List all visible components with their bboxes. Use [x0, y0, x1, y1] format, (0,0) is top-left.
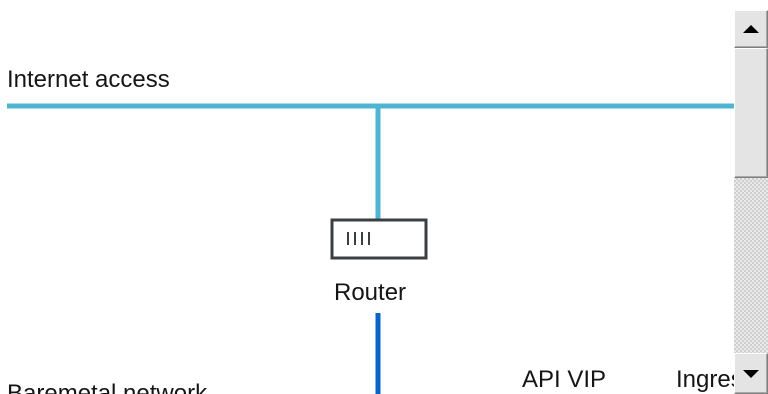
baremetal-network-label: Baremetal network: [7, 380, 208, 394]
diagram-viewport: Internet access Router API VIP Ingress B…: [7, 66, 734, 394]
arrow-up-icon: [743, 25, 759, 33]
scroll-up-button[interactable]: [734, 10, 768, 48]
ingress-label: Ingress: [676, 366, 734, 393]
vertical-scrollbar[interactable]: [734, 10, 768, 394]
router-icon: [330, 218, 428, 260]
scroll-down-button[interactable]: [734, 353, 768, 394]
scrollbar-thumb[interactable]: [734, 48, 768, 178]
arrow-down-icon: [743, 370, 759, 378]
api-vip-label: API VIP: [522, 366, 607, 393]
router-label: Router: [334, 279, 407, 306]
network-diagram: [7, 103, 734, 394]
internet-access-label: Internet access: [7, 66, 170, 93]
